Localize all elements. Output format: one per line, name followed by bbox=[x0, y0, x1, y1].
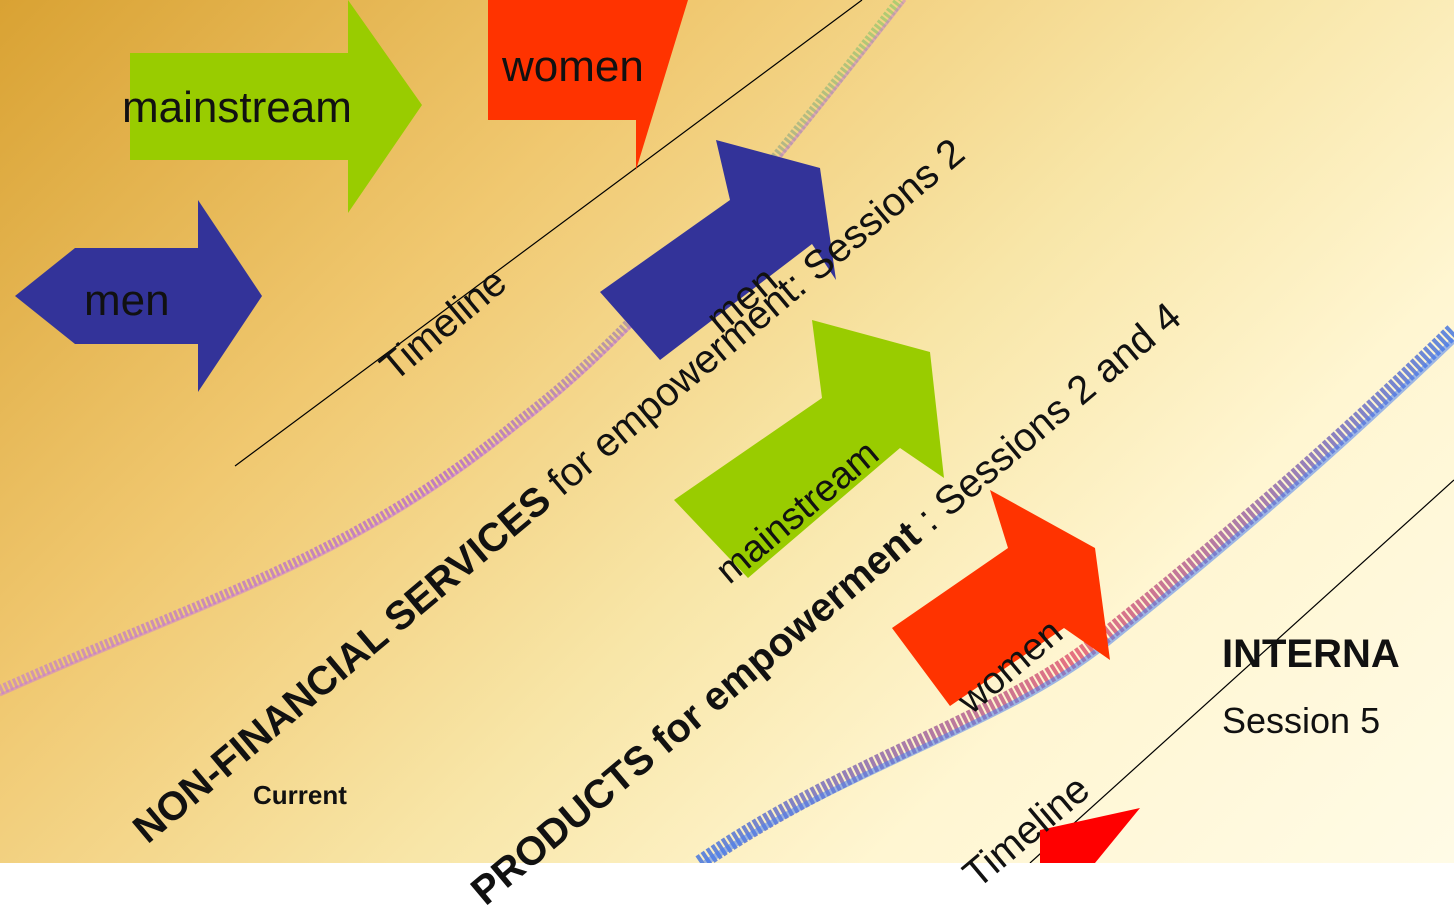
mainstream-arrow-top bbox=[130, 0, 422, 213]
women-label-top: women bbox=[502, 42, 644, 91]
timeline-line-2 bbox=[1029, 479, 1454, 863]
mainstream-label-top: mainstream bbox=[122, 83, 352, 132]
men-arrow-top bbox=[15, 200, 262, 392]
women-arrow-top bbox=[488, 0, 688, 170]
women-arrow-middle bbox=[892, 490, 1110, 706]
current-label: Current bbox=[253, 780, 347, 810]
diagram-shapes bbox=[0, 0, 1454, 863]
men-arrow-middle bbox=[600, 140, 836, 360]
timeline-line-1 bbox=[234, 0, 863, 467]
internal-heading: INTERNA bbox=[1222, 632, 1400, 676]
mainstream-arrow-middle bbox=[674, 320, 944, 578]
session-5-label: Session 5 bbox=[1222, 700, 1381, 741]
men-label-top: men bbox=[84, 276, 170, 325]
red-arrow-bottom bbox=[1040, 808, 1140, 863]
